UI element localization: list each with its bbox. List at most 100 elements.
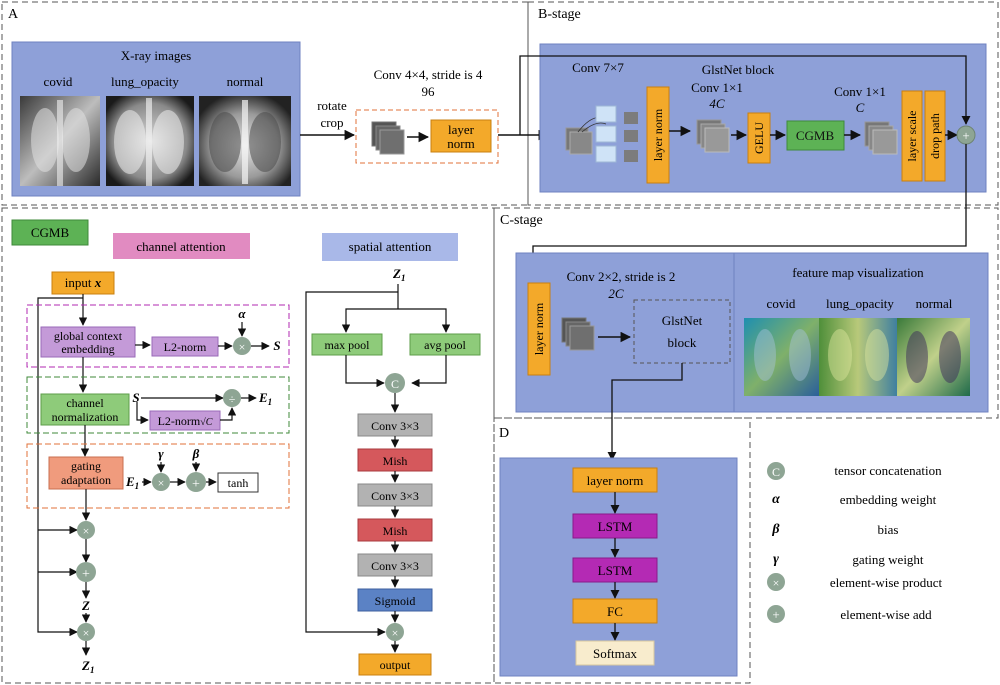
d-lstm1-text: LSTM [598,519,633,534]
b-cgmb-text: CGMB [796,128,835,143]
gce-mul-symbol: × [239,340,246,354]
legend-add-text: element-wise add [840,607,932,622]
b-conv1a-dim: 4C [709,96,725,111]
channel-attention-text: channel attention [136,239,226,254]
stem-conv-label: Conv 4×4, stride is 4 [374,67,483,82]
z1-label: Z1 [81,658,94,675]
spatial-attention-text: spatial attention [349,239,432,254]
gate-line1: gating [71,459,101,473]
b-depthwise-maps-icon [595,105,638,163]
d-layer-norm-text: layer norm [587,473,644,488]
d-fc-text: FC [607,604,623,619]
legend: C tensor concatenation α embedding weigh… [767,462,943,623]
sa-conv2-text: Conv 3×3 [371,489,419,503]
b-conv7-label: Conv 7×7 [572,60,624,75]
cgmb-badge-box [11,219,89,246]
b-layer-scale-box [901,90,923,182]
feature-map-lung-opacity [819,318,897,396]
fmv-label-lung-opacity: lung_opacity [826,296,894,311]
stem-box [355,109,499,164]
crop-label: crop [320,115,343,130]
chn-div-symbol: ÷ [229,392,236,406]
b-add-symbol: + [962,128,969,143]
chn-line1: channel [66,396,104,410]
panel-b-label: B-stage [538,7,581,22]
d-softmax-text: Softmax [593,646,638,661]
d-fc-box [572,598,658,624]
gamma-symbol: γ [158,446,164,461]
b-drop-path-box [924,90,946,182]
d-lstm1-box [572,513,658,539]
fmv-label-normal: normal [916,296,953,311]
c-glstnet-line2: block [668,335,697,350]
chain-mul2-op [77,623,95,641]
legend-product-symbol: × [773,576,780,590]
b-glstnet-label: GlstNet block [702,62,775,77]
b-layer-norm-text: layer norm [651,108,665,161]
skip-line-left [37,297,83,637]
arrow-to-max-pool [341,308,398,333]
e1-input: E1 [125,474,139,491]
legend-add-symbol: + [772,607,779,622]
b-gelu-text: GELU [752,122,766,154]
chain-mul1-op [77,521,95,539]
stem-conv-dim: 96 [422,84,436,99]
stem-layer-norm-box [430,119,492,153]
arrow-l2norm-c-to-div [220,407,237,421]
spatial-attention-header [322,233,458,261]
gate-mul-op [152,473,170,491]
z1-top-label: Z1 [392,266,405,283]
legend-beta-symbol: β [771,522,780,537]
legend-gamma-text: gating weight [852,552,924,567]
z-label: Z [81,598,90,613]
legend-gamma-symbol: γ [773,552,779,567]
legend-beta-text: bias [878,522,899,537]
legend-alpha-symbol: α [772,492,780,507]
avg-pool-box [409,333,481,356]
sa-conv1-text: Conv 3×3 [371,419,419,433]
tanh-text: tanh [228,476,249,490]
gate-line2: adaptation [61,473,111,487]
output-box [358,653,432,676]
b-conv1a-maps-icon [696,119,730,153]
concat-symbol: C [391,377,399,391]
d-softmax-box [575,640,655,666]
branch-s-to-l2norm-c [136,402,149,425]
b-stage-residual-path [519,55,971,135]
concat-op [385,373,405,393]
chain-add-op [76,562,96,582]
channel-attention-header [113,233,250,259]
b-gelu-box [747,112,771,164]
sa-sigmoid-text: Sigmoid [375,594,416,608]
gate-mul-symbol: × [158,476,165,490]
arrow-avg-pool-to-concat [411,355,447,388]
sa-mul-op [386,623,404,641]
gate-box [48,456,124,490]
xray-image-normal [199,96,291,186]
rotate-label: rotate [317,98,347,113]
xray-label-lung-opacity: lung_opacity [111,74,179,89]
xray-image-lung-opacity [106,96,194,186]
tanh-box [217,472,259,493]
avg-pool-text: avg pool [424,338,466,352]
gate-dashed-box [26,443,290,509]
xray-title: X-ray images [121,48,191,63]
c-glstnet-line1: GlstNet [662,313,703,328]
chn-div-op [223,389,241,407]
b-conv1b-dim: C [856,100,865,115]
gce-dashed-box [26,304,290,368]
stem-layer-norm-line1: layer [448,122,475,137]
panel-c-border [493,207,999,419]
max-pool-box [311,333,383,356]
l2norm-text: L2-norm [164,340,207,354]
b-layer-norm-box [646,86,670,184]
gce-line1: global context [54,329,123,343]
arrow-max-pool-to-concat [345,355,385,388]
c-conv-label: Conv 2×2, stride is 2 [567,269,676,284]
legend-product-text: element-wise product [830,575,943,590]
b-layer-scale-text: layer scale [905,111,919,162]
legend-concat-symbol: C [772,465,780,479]
legend-add-icon [767,605,785,623]
